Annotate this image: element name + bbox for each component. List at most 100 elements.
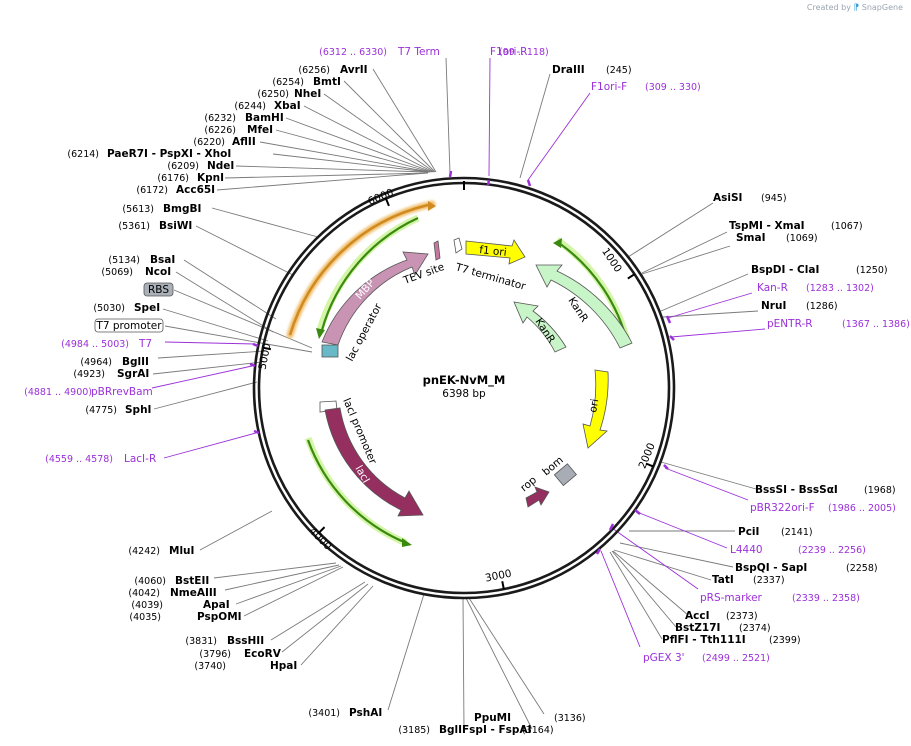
site-position: (6214) <box>67 149 99 160</box>
site-name: SpeI <box>134 302 160 314</box>
site-name: ApaI <box>203 599 230 611</box>
site-kpni: (6176)KpnI <box>157 172 224 184</box>
site-position: (2337) <box>753 575 785 586</box>
leader-line <box>660 461 757 490</box>
leader-line <box>387 593 425 711</box>
site-name: T7 Term <box>397 46 440 58</box>
site-position: (4881 .. 4900) <box>24 387 92 398</box>
site-name: DraIII <box>552 64 585 76</box>
site-name: HpaI <box>270 660 297 672</box>
site-hpai: (3740) HpaI <box>194 660 297 672</box>
site-bspdi-clai: BspDI - ClaI(1250) <box>751 264 888 276</box>
site-position: (4559 .. 4578) <box>45 454 113 465</box>
site-position: (3164) <box>522 725 554 736</box>
site-position: (3185) <box>398 725 430 736</box>
site-bglii: (4964)BglII <box>80 356 149 368</box>
leader-line <box>468 597 545 715</box>
primer-leader-line <box>667 292 753 319</box>
leader-line <box>281 583 369 653</box>
leader-line <box>641 231 728 274</box>
site-pshai: (3401) PshAI <box>308 707 382 719</box>
site-name: NheI <box>294 88 321 100</box>
site-position: (2141) <box>781 527 813 538</box>
bp-tick-label: 6000 <box>366 187 395 208</box>
site-position: (5361) <box>118 221 150 232</box>
site-nmeaiii: (4042)NmeAIII <box>128 587 216 599</box>
site-position: (3740) <box>194 661 226 672</box>
leader-line <box>211 207 319 238</box>
feature-box <box>143 282 174 297</box>
site-name: NruI <box>761 300 786 312</box>
leader-line <box>162 308 269 342</box>
leader-line <box>323 93 435 173</box>
site-name: NdeI <box>207 160 234 172</box>
site-position: (4984 .. 5003) <box>61 339 129 350</box>
primer-mark <box>448 170 453 178</box>
primer-leader-line <box>488 57 491 177</box>
primer-leader-line <box>600 550 641 648</box>
primer-mark <box>663 464 669 470</box>
site-position: (3401) <box>308 708 340 719</box>
primer-leader-line <box>664 467 749 501</box>
site-position: (6172) <box>136 185 168 196</box>
site-bmti: (6254)BmtI <box>272 76 340 88</box>
site-position: (5030) <box>93 303 125 314</box>
site-name: BmgBI <box>163 203 201 215</box>
primer-leader-line <box>636 511 728 549</box>
leader-line <box>152 361 263 375</box>
primer-mark <box>665 315 672 324</box>
site-name: L4440 <box>730 544 763 556</box>
leader-line <box>519 73 551 179</box>
site-name: BssHII <box>227 635 264 647</box>
bp-tick <box>627 273 636 280</box>
site-position: (6254) <box>272 77 304 88</box>
site-position: (4775) <box>85 405 117 416</box>
bp-tick-label: 5000 <box>257 342 274 371</box>
site-bamhi: (6232)BamHI <box>204 112 283 124</box>
leader-line <box>195 225 294 276</box>
site-ecorv: (3796)EcoRV <box>199 648 281 660</box>
primer-leader-line <box>163 432 257 459</box>
leader-line <box>183 259 277 320</box>
laci-arrow <box>324 407 424 517</box>
leader-line <box>300 585 374 666</box>
site-position: (4060) <box>134 576 166 587</box>
site-name: LacI-R <box>124 453 156 465</box>
leader-line <box>199 510 273 551</box>
bp-tick <box>645 462 654 468</box>
site-bsteii: (4060)BstEII <box>134 575 209 587</box>
leader-line <box>343 80 436 173</box>
site-position: (5134) <box>108 255 140 266</box>
site-pbrrevbam: (4881 .. 4900)pBRrevBam <box>24 386 153 398</box>
primer-mark <box>486 179 491 186</box>
site-position: (2399) <box>769 635 801 646</box>
site-mfei: (6226)MfeI <box>204 124 273 136</box>
site-name: FspI - FspAI <box>462 724 532 736</box>
site-position: (1367 .. 1386) <box>842 319 910 330</box>
site-f1ori-r: F1ori-R(99 .. 118) <box>490 46 549 58</box>
leader-line <box>213 562 337 579</box>
site-nrui: NruI(1286) <box>761 300 838 312</box>
leader-line <box>627 202 714 258</box>
leader-line <box>235 165 429 173</box>
primer-leader-line <box>164 341 256 345</box>
leader-line <box>372 68 437 173</box>
site-draiii: DraIII (245) <box>552 64 632 76</box>
site-name: SgrAI <box>117 368 149 380</box>
site-t7-promoter: T7 promoter <box>94 318 164 333</box>
snapgene-logo-icon: ⁋ <box>853 3 860 13</box>
site-bspqi-sapi: BspQI - SapI(2258) <box>735 562 878 574</box>
primer-mark <box>526 179 532 187</box>
primer-leader-line <box>611 527 699 590</box>
site-ppumi: PpuMI(3136) <box>474 712 586 724</box>
green-cds-bottom <box>306 439 405 544</box>
site-name: Kan-R <box>757 282 788 294</box>
site-prs-marker: pRS-marker(2339 .. 2358) <box>700 592 860 604</box>
orange-cds <box>288 203 429 336</box>
site-pgex-3-: pGEX 3'(2499 .. 2521) <box>643 652 770 664</box>
primer-leader-line <box>527 92 591 181</box>
site-position: (245) <box>606 65 632 76</box>
site-name: PshAI <box>349 707 382 719</box>
leader-line <box>462 597 465 730</box>
t7-terminator-marker <box>453 237 463 254</box>
